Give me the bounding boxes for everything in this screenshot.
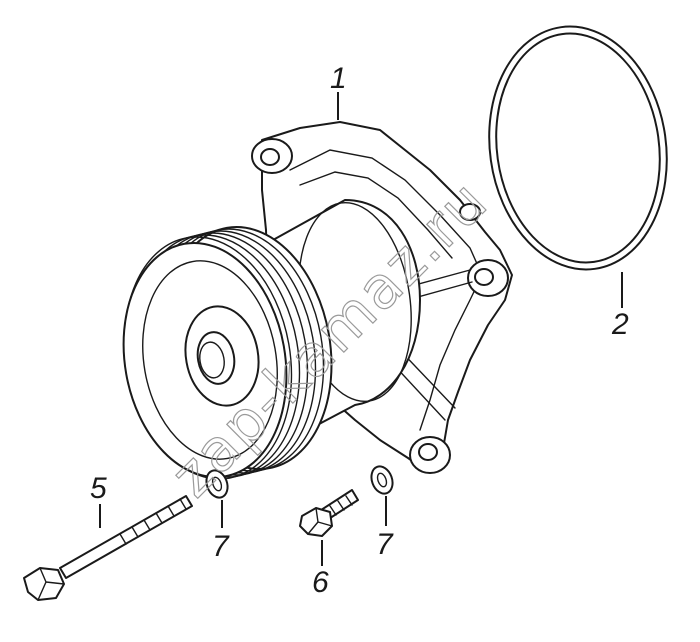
callout-1: 1 [330, 62, 347, 95]
callout-7-left: 7 [212, 530, 230, 563]
o-ring-gasket [488, 25, 668, 271]
short-bolt [299, 489, 359, 537]
mounting-boss-bottom [409, 436, 451, 474]
washer-right [370, 465, 394, 495]
long-bolt [23, 495, 193, 601]
mounting-boss-right [467, 259, 509, 297]
water-pump-assembly [122, 121, 513, 480]
mounting-boss-top [251, 138, 293, 174]
leader-lines [99, 92, 623, 566]
callout-5: 5 [90, 472, 107, 505]
callout-7-right: 7 [376, 528, 394, 561]
callout-2: 2 [611, 308, 629, 341]
pulley-hub [184, 305, 260, 407]
callout-6: 6 [312, 566, 329, 599]
washer-left [205, 469, 229, 499]
